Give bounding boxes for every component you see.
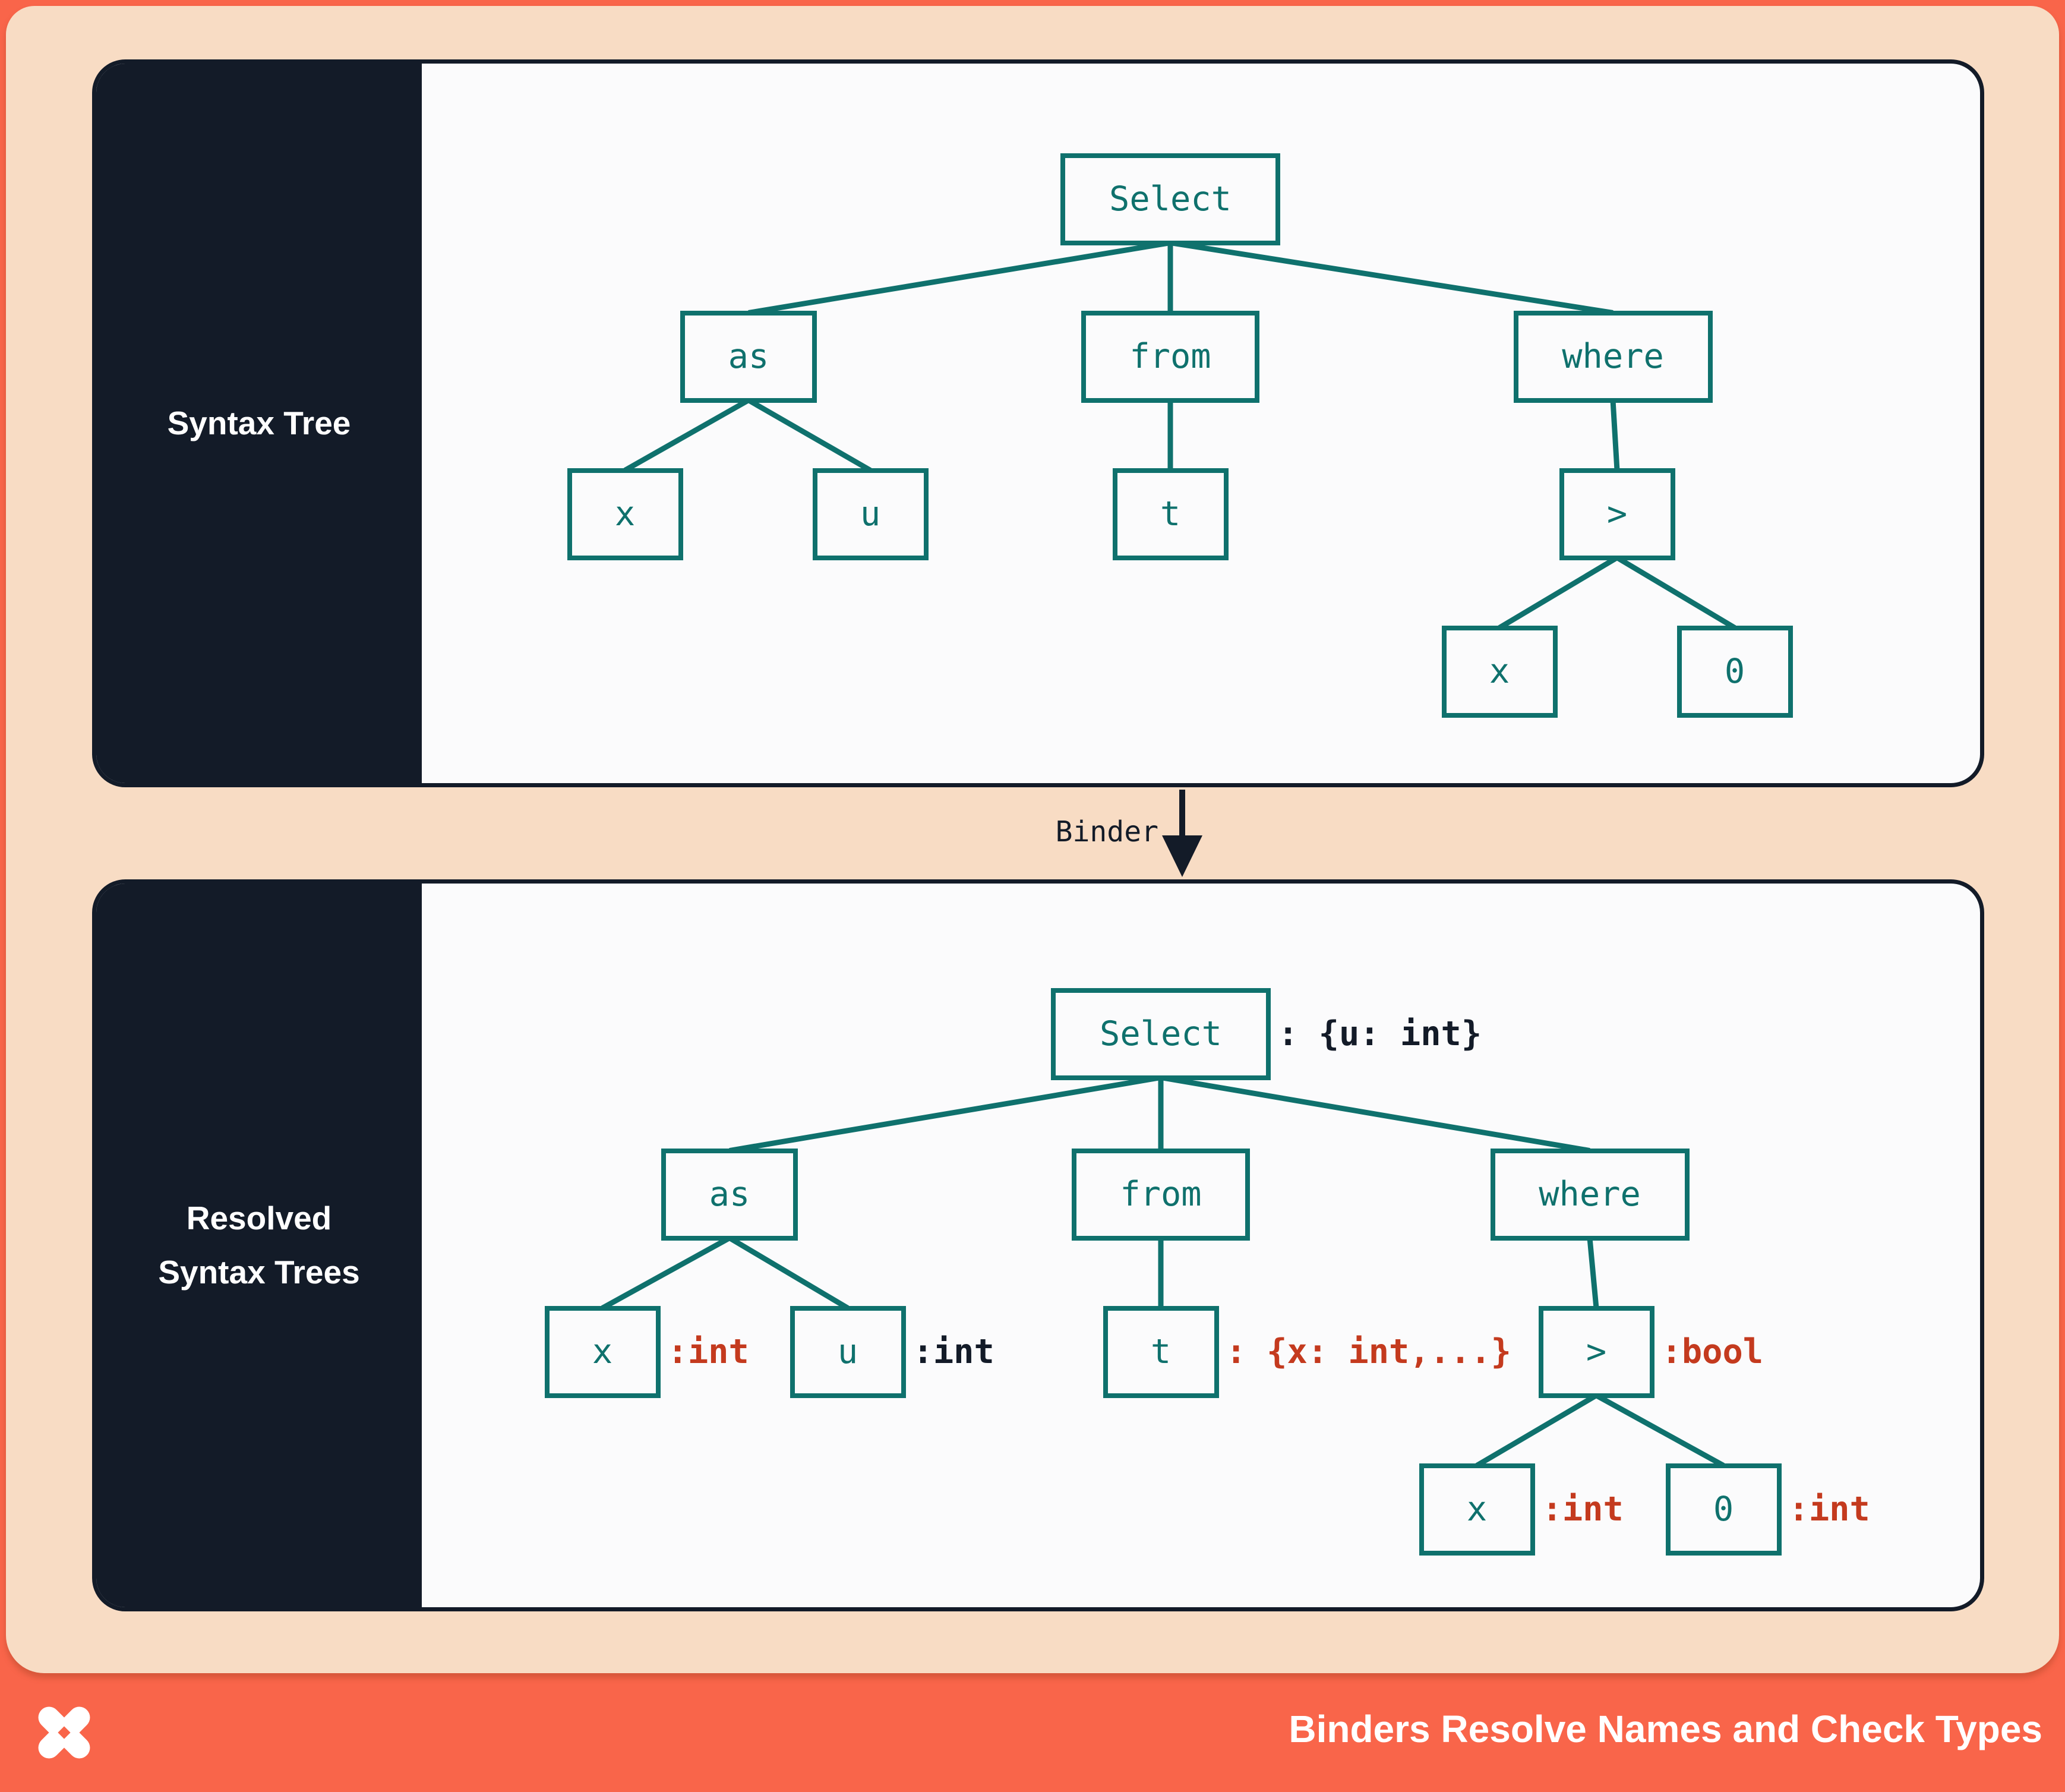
panel-title-line1: Resolved [186, 1200, 332, 1237]
type-annotation-bottom-gt: :bool [1661, 1332, 1764, 1371]
footer-title: Binders Resolve Names and Check Types [1289, 1708, 2042, 1750]
tree-node-top-t: t [1112, 468, 1229, 560]
type-annotation-bottom-select: : {u: int} [1278, 1014, 1482, 1053]
tree-node-bottom-x2: x [1419, 1463, 1535, 1556]
panel-title-line2: Syntax Trees [158, 1254, 360, 1291]
type-annotation-bottom-t: : {x: int,...} [1226, 1332, 1511, 1371]
binder-label: Binder [1055, 815, 1158, 848]
type-annotation-bottom-x: :int [667, 1332, 749, 1371]
tree-node-bottom-from: from [1072, 1148, 1250, 1241]
tree-node-top-select: Select [1060, 153, 1280, 245]
panel-title-syntax-tree: Syntax Tree [167, 405, 351, 442]
tree-node-top-u: u [812, 468, 929, 560]
tree-node-bottom-select: Select [1051, 988, 1271, 1080]
type-annotation-bottom-zero: :int [1788, 1490, 1870, 1529]
tree-node-bottom-u: u [790, 1305, 906, 1398]
tree-node-top-zero: 0 [1676, 625, 1793, 718]
tree-node-top-as: as [680, 310, 817, 403]
tree-node-bottom-t: t [1103, 1305, 1219, 1398]
tree-node-bottom-zero: 0 [1665, 1463, 1782, 1556]
tree-node-bottom-as: as [661, 1148, 798, 1241]
type-annotation-bottom-x2: :int [1542, 1490, 1624, 1529]
resolved-syntax-trees-sidebar: Resolved Syntax Trees [96, 884, 422, 1607]
panel-title-resolved-syntax-trees: Resolved Syntax Trees [158, 1191, 359, 1299]
syntax-tree-panel: Syntax Tree [92, 59, 1984, 787]
syntax-tree-sidebar: Syntax Tree [96, 64, 422, 783]
type-annotation-bottom-u: :int [912, 1332, 994, 1371]
tree-node-top-gt: > [1559, 468, 1675, 560]
tree-node-top-where: where [1513, 310, 1713, 403]
x-pinwheel-logo-icon [38, 1706, 90, 1759]
tree-node-top-from: from [1081, 310, 1259, 403]
tree-node-bottom-x: x [544, 1305, 661, 1398]
tree-node-top-x: x [567, 468, 683, 560]
tree-node-bottom-where: where [1490, 1148, 1690, 1241]
tree-node-top-x2: x [1441, 625, 1558, 718]
tree-node-bottom-gt: > [1538, 1305, 1654, 1398]
